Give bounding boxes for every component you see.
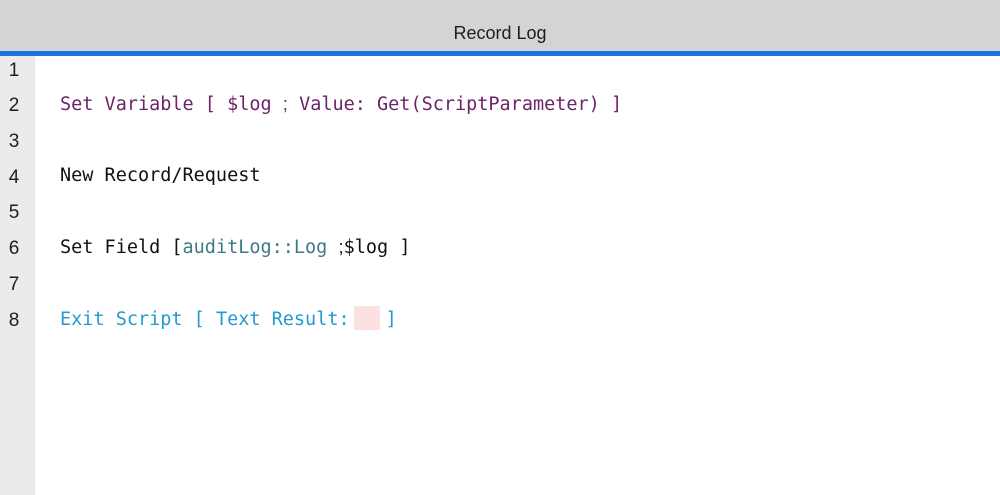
bracket-open: [ xyxy=(204,94,216,115)
variable-name: $log xyxy=(227,94,272,115)
line-number: 1 xyxy=(8,60,20,81)
line-number: 5 xyxy=(8,202,20,223)
bracket-close: ] xyxy=(385,309,397,330)
active-tab-indicator xyxy=(0,51,1000,56)
script-step-new-record[interactable]: New Record/Request xyxy=(60,165,260,186)
separator: ; xyxy=(338,236,344,257)
bracket-open: [ xyxy=(193,309,205,330)
step-name: Set Variable xyxy=(60,94,194,115)
bracket-close: ] xyxy=(610,94,623,115)
window-title: Record Log xyxy=(453,23,547,43)
variable-name: $log xyxy=(343,237,389,258)
script-step-exit-script[interactable]: Exit Script [ Text Result:] xyxy=(60,306,397,332)
step-name: Exit Script xyxy=(60,309,183,330)
window-titlebar: Record Log xyxy=(0,0,1000,51)
line-number: 7 xyxy=(8,274,20,295)
script-editor[interactable] xyxy=(35,56,1000,495)
script-step-set-field[interactable]: Set Field [auditLog::Log ;$log ] xyxy=(60,236,410,258)
separator: ; xyxy=(282,93,288,114)
line-number-gutter xyxy=(0,56,35,495)
script-step-set-variable[interactable]: Set Variable [ $log ; Value: Get(ScriptP… xyxy=(60,93,622,115)
bracket-open: [ xyxy=(171,237,183,258)
line-number: 2 xyxy=(8,95,20,116)
line-number: 4 xyxy=(8,167,20,188)
empty-parameter-placeholder[interactable] xyxy=(353,306,380,330)
step-name: Set Field xyxy=(60,237,161,258)
step-name: New Record/Request xyxy=(60,165,261,186)
line-number: 6 xyxy=(8,238,20,259)
step-parameter: Value: Get(ScriptParameter) xyxy=(299,94,600,115)
line-number: 3 xyxy=(8,131,20,152)
bracket-close: ] xyxy=(399,237,411,258)
field-reference: auditLog::Log xyxy=(182,237,328,258)
line-number: 8 xyxy=(8,310,20,331)
step-parameter: Text Result: xyxy=(215,309,350,330)
